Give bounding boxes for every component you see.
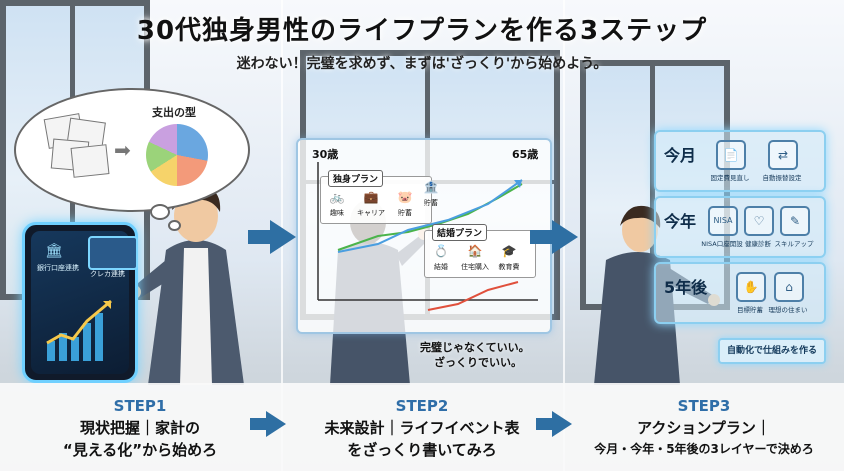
pencil-icon: ✎	[780, 206, 810, 236]
document-check-icon: 📄	[716, 140, 746, 170]
page-subtitle: 迷わない！完璧を求めず、まずは'ざっくり'から始めよう。	[236, 56, 608, 72]
card-link-label: クレカ連携	[90, 270, 125, 278]
action-item-label: スキルアップ	[774, 240, 814, 248]
receipts-illustration	[43, 113, 110, 178]
thought-bubble: ➡ 支出の型	[14, 88, 250, 212]
page-title: 30代独身男性のライフプランを作る3ステップ	[136, 16, 708, 46]
layer-label: 今月	[664, 146, 697, 165]
action-item-label: 固定費見直し	[710, 174, 750, 182]
step-arrow-icon	[530, 220, 578, 254]
hobby-icon: 🚲	[329, 190, 345, 204]
step-number: STEP3	[677, 397, 731, 415]
savings-icon: 🏦	[423, 180, 439, 194]
window-mullion	[650, 60, 655, 310]
pie-label: 支出の型	[152, 106, 196, 119]
thought-bubble-dot	[168, 220, 181, 231]
age-start-label: 30歳	[312, 148, 339, 161]
life-event-board: 30歳 65歳 独身プラン 🚲 💼 🐷 趣味 キャリア 貯蓄 🏦 貯蓄 結婚プラ…	[296, 138, 552, 334]
step-heading: 現状把握｜家計の	[79, 419, 200, 437]
growth-graph	[46, 299, 112, 361]
step-arrow-icon	[250, 411, 286, 437]
age-end-label: 65歳	[512, 148, 539, 161]
step-number: STEP2	[395, 397, 449, 415]
step-description: 今月・今年・5年後の3レイヤーで決めろ	[594, 442, 814, 456]
layer-panel-year: 今年 NISA NISA口座開設 ♡ 健康診断 ✎ スキルアップ	[654, 196, 826, 258]
callout-text: 完璧じゃなくていい。 ざっくりでいい。	[420, 340, 530, 370]
step-arrow-icon	[536, 411, 572, 437]
action-item-label: 目標貯蓄	[737, 306, 763, 314]
single-plan-item: キャリア	[357, 209, 385, 217]
career-icon: 💼	[363, 190, 379, 204]
header: 30代独身男性のライフプランを作る3ステップ 迷わない！完璧を求めず、まずは'ざ…	[0, 10, 844, 73]
nisa-card-icon: NISA	[708, 206, 738, 236]
married-plan-item: 教育費	[498, 263, 520, 271]
heart-pulse-icon: ♡	[744, 206, 774, 236]
action-item-label: NISA口座開設	[701, 240, 743, 248]
single-plan-item: 趣味	[330, 209, 344, 217]
action-item-label: 自動振替設定	[762, 174, 802, 182]
single-plan-title: 独身プラン	[328, 170, 384, 187]
savings-hand-icon: ✋	[736, 272, 766, 302]
pie-chart-icon	[146, 124, 208, 186]
sync-arrows-icon: ⇄	[768, 140, 798, 170]
step-description: をざっくり書いてみろ	[347, 441, 497, 459]
step-arrow-icon	[248, 220, 296, 254]
credit-card-icon	[88, 236, 138, 270]
arrow-right-icon: ➡	[114, 138, 131, 162]
single-plan-item: 貯蓄	[398, 209, 412, 217]
bank-icon: 🏛	[45, 243, 63, 259]
step-heading: 未来設計｜ライフイベント表	[324, 419, 520, 437]
step-description: “見える化”から始めろ	[62, 441, 218, 459]
married-plan-title: 結婚プラン	[432, 224, 488, 241]
house-icon: ⌂	[774, 272, 804, 302]
layer-label: 今年	[664, 212, 697, 231]
savings-icon: 🐷	[397, 190, 413, 204]
action-item-label: 健康診断	[745, 240, 771, 248]
step-3: STEP3 アクションプラン｜ 今月・今年・5年後の3レイヤーで決めろ	[564, 383, 844, 457]
thought-bubble-dot	[150, 204, 170, 220]
step-band: STEP1 現状把握｜家計の “見える化”から始めろ STEP2 未来設計｜ライ…	[0, 383, 844, 471]
callout-line: 完璧じゃなくていい。	[420, 341, 530, 354]
savings-extra-label: 貯蓄	[424, 199, 438, 207]
married-plan-item: 結婚	[434, 263, 448, 271]
step-heading: アクションプラン｜	[637, 419, 771, 437]
layer-panel-5years: 5年後 ✋ 目標貯蓄 ⌂ 理想の住まい	[654, 262, 826, 324]
graduation-cap-icon: 🎓	[501, 244, 517, 258]
step-1: STEP1 現状把握｜家計の “見える化”から始めろ	[0, 383, 280, 460]
automation-bar: 自動化で仕組みを作る	[718, 338, 826, 364]
step-2: STEP2 未来設計｜ライフイベント表 をざっくり書いてみろ	[282, 383, 562, 460]
step-number: STEP1	[113, 397, 167, 415]
wedding-rings-icon: 💍	[433, 244, 449, 258]
action-item-label: 理想の住まい	[768, 306, 808, 314]
married-plan-item: 住宅購入	[461, 263, 489, 271]
callout-line: ざっくりでいい。	[434, 356, 522, 369]
bank-link-label: 銀行口座連携	[37, 264, 79, 272]
layer-panel-month: 今月 📄 固定費見直し ⇄ 自動振替設定	[654, 130, 826, 192]
house-icon: 🏠	[467, 244, 483, 258]
layer-label: 5年後	[664, 278, 708, 297]
